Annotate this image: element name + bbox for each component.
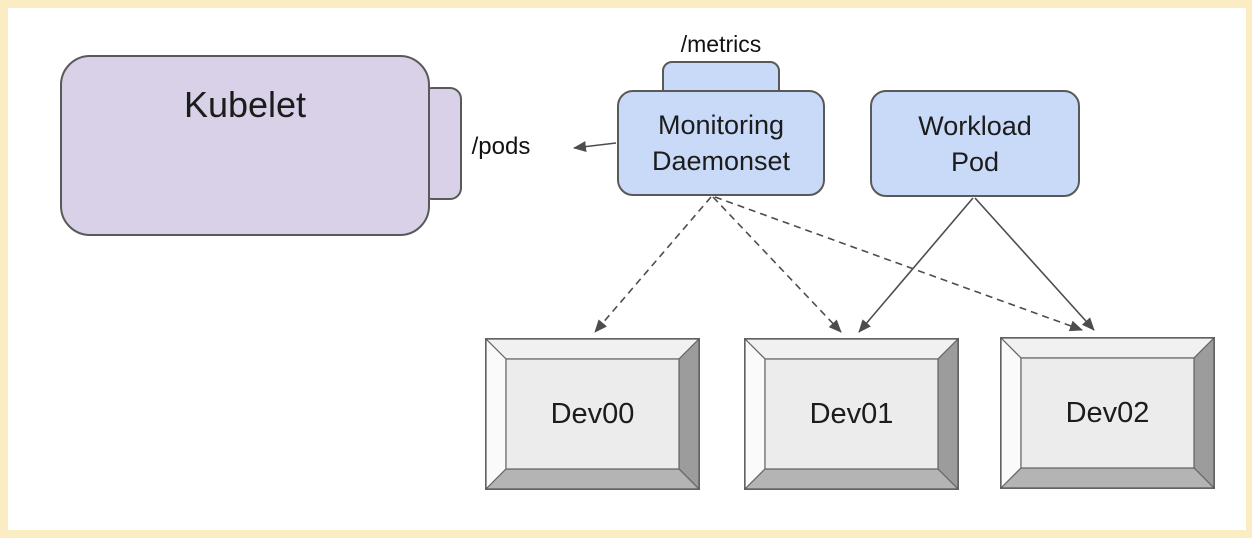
edge-workload-to-dev02 [974, 197, 1095, 331]
monitoring-daemonset-label: Monitoring Daemonset [651, 110, 791, 176]
device-bevel-graphic [485, 338, 700, 490]
workload-pod-node: Workload Pod [870, 90, 1080, 197]
connector-arrows [573, 141, 1095, 333]
edge-monitoring-to-dev00 [594, 196, 712, 333]
device-label: Dev00 [550, 397, 635, 430]
device-label: Dev01 [809, 397, 894, 430]
monitoring-daemonset-node: Monitoring Daemonset [617, 90, 825, 196]
diagram-canvas: Kubelet /pods /metrics Monitoring Daemon… [8, 8, 1246, 530]
edge-monitoring-to-dev02 [714, 196, 1083, 332]
metrics-endpoint-label: /metrics [680, 31, 762, 57]
workload-pod-label: Workload Pod [918, 110, 1032, 177]
device-label: Dev02 [1065, 396, 1150, 429]
device-bevel-graphic [1000, 337, 1215, 489]
device-bevel-graphic [744, 338, 959, 490]
edge-monitoring-to-pods [573, 141, 617, 153]
kubelet-node: Kubelet [60, 55, 430, 236]
edge-monitoring-to-dev01 [712, 196, 842, 333]
kubelet-label: Kubelet [183, 84, 307, 125]
edge-workload-to-dev01 [858, 197, 974, 333]
device-node-dev02: Dev02 [1000, 337, 1215, 489]
device-node-dev00: Dev00 [485, 338, 700, 490]
device-node-dev01: Dev01 [744, 338, 959, 490]
pods-endpoint-label: /pods [471, 133, 531, 160]
